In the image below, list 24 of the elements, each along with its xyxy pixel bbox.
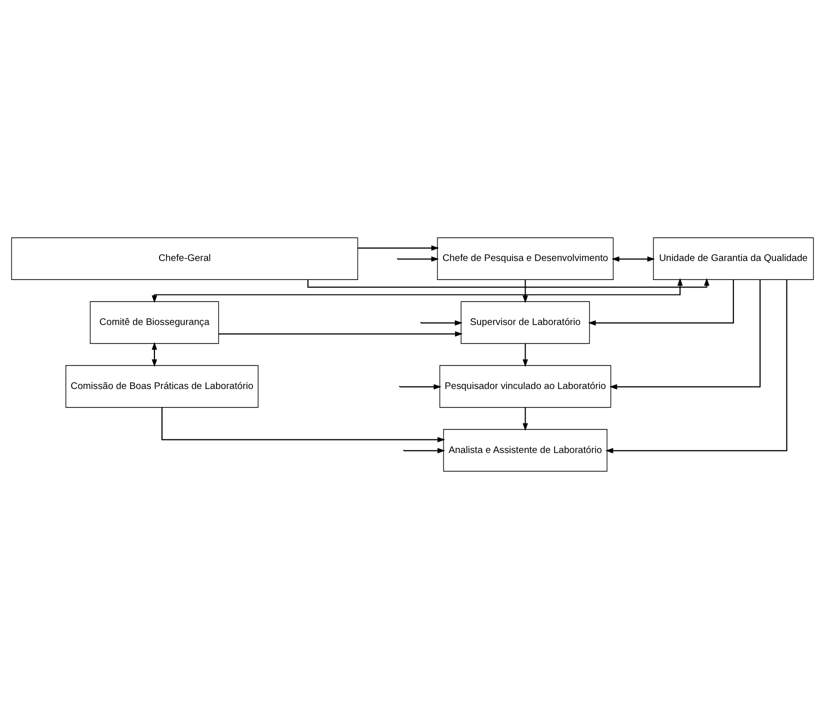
node-box: Comitê de Biossegurança <box>90 301 219 344</box>
arrow <box>421 320 463 326</box>
node-box: Comissão de Boas Práticas de Laboratório <box>66 365 258 408</box>
node-box: Chefe de Pesquisa e Desenvolvimento <box>437 237 614 280</box>
arrow <box>161 407 446 442</box>
node-box: Analista e Assistente de Laboratório <box>443 429 608 472</box>
arrow <box>218 331 463 337</box>
arrow <box>522 408 528 431</box>
arrow <box>358 245 440 251</box>
arrow <box>152 278 683 304</box>
arrow <box>605 280 788 454</box>
arrow <box>612 256 656 262</box>
arrow <box>522 344 528 368</box>
node-box: Chefe-Geral <box>11 237 358 280</box>
arrow <box>522 280 528 304</box>
arrow <box>307 278 710 288</box>
node-box: Pesquisador vinculado ao Laboratório <box>439 365 612 408</box>
arrow <box>398 256 439 262</box>
arrow <box>609 280 761 390</box>
node-box: Supervisor de Laboratório <box>460 301 590 344</box>
arrow <box>588 280 734 326</box>
node-box: Unidade de Garantia da Qualidade <box>653 237 814 280</box>
arrow <box>404 448 446 454</box>
arrow <box>152 342 158 368</box>
